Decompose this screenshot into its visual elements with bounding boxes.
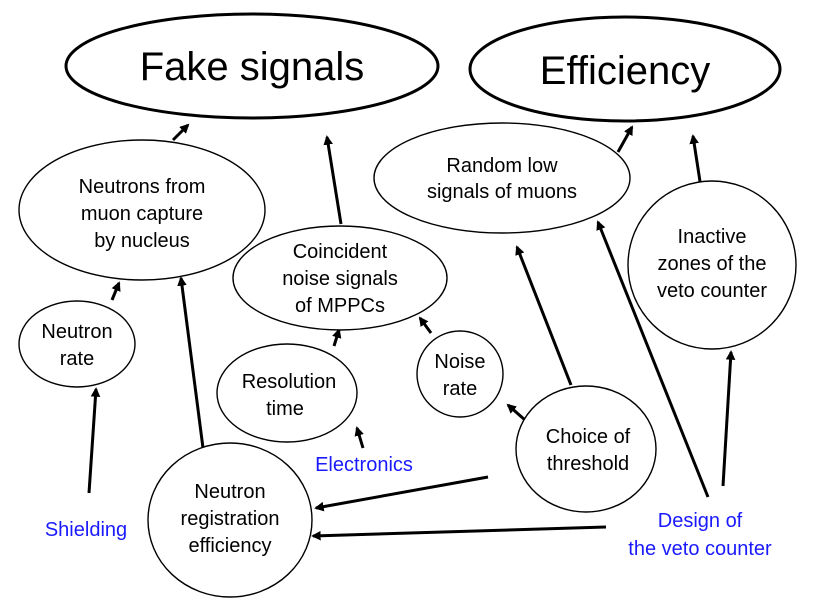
node-noise-rate: Noise rate — [416, 330, 504, 418]
edge-design-to-random — [596, 220, 710, 498]
factor-design-line-2: the veto counter — [628, 538, 772, 560]
node-efficiency-label: Efficiency — [540, 49, 710, 93]
factor-design-line-1: Design of — [658, 510, 743, 532]
node-noise-rate-line-2: rate — [443, 378, 477, 400]
node-random-low-line-2: signals of muons — [427, 181, 577, 203]
node-choice-threshold-shape — [515, 385, 657, 513]
node-inactive-zones: Inactive zones of the veto counter — [627, 180, 797, 350]
node-coincident-noise-line-1: Coincident — [293, 241, 388, 263]
node-neutron-registration-shape — [147, 442, 313, 598]
node-neutron-registration: Neutron registration efficiency — [147, 442, 313, 598]
node-resolution-time-shape — [216, 343, 358, 443]
node-random-low: Random low signals of muons — [373, 122, 631, 234]
factor-shielding: Shielding — [45, 519, 127, 541]
node-efficiency: Efficiency — [468, 15, 782, 123]
edge-shielding-to-neutronrate — [87, 387, 101, 494]
node-inactive-zones-shape — [627, 180, 797, 350]
node-choice-threshold: Choice of threshold — [515, 385, 657, 513]
node-resolution-time-line-1: Resolution — [242, 371, 337, 393]
edge-resolution-to-coincident — [332, 328, 342, 347]
node-choice-threshold-line-1: Choice of — [546, 426, 631, 448]
edge-inactive-to-efficiency — [689, 134, 703, 189]
node-neutron-registration-line-3: efficiency — [188, 535, 271, 557]
node-neutrons-capture-line-2: muon capture — [81, 203, 203, 225]
edge-noiserate-to-coincident — [418, 316, 433, 334]
node-coincident-noise: Coincident noise signals of MPPCs — [232, 225, 448, 331]
edge-threshold-to-registration — [314, 475, 489, 512]
node-resolution-time: Resolution time — [216, 343, 358, 443]
edge-coincident-to-fake — [323, 135, 343, 225]
edge-neutronrate-to-neutrons — [110, 281, 121, 301]
node-neutrons-capture-line-3: by nucleus — [94, 230, 190, 252]
node-neutron-rate-shape — [18, 300, 136, 388]
node-noise-rate-shape — [416, 330, 504, 418]
edge-registration-to-neutrons — [177, 276, 205, 449]
node-fake-signals: Fake signals — [64, 12, 440, 120]
edge-threshold-to-noiserate — [506, 403, 526, 422]
node-inactive-zones-line-3: veto counter — [657, 280, 767, 302]
edge-design-to-registration — [311, 525, 607, 541]
node-choice-threshold-line-2: threshold — [547, 453, 629, 475]
node-noise-rate-line-1: Noise — [434, 351, 485, 373]
node-neutron-registration-line-1: Neutron — [194, 481, 265, 503]
node-neutrons-capture: Neutrons from muon capture by nucleus — [18, 139, 266, 281]
node-coincident-noise-shape — [232, 225, 448, 331]
node-neutrons-capture-line-1: Neutrons from — [79, 176, 206, 198]
node-neutron-rate-line-1: Neutron — [41, 321, 112, 343]
node-efficiency-shape — [468, 15, 782, 123]
factor-electronics: Electronics — [315, 454, 413, 476]
edge-neutrons-to-fake — [171, 123, 190, 142]
node-resolution-time-line-2: time — [266, 398, 304, 420]
edge-random-to-efficiency — [616, 125, 634, 153]
node-neutrons-capture-shape — [18, 139, 266, 281]
node-fake-signals-shape — [64, 12, 440, 120]
node-neutron-rate: Neutron rate — [18, 300, 136, 388]
edge-threshold-to-random — [515, 245, 573, 386]
edges — [87, 123, 736, 541]
edge-design-to-inactive — [721, 350, 736, 487]
node-fake-signals-label: Fake signals — [140, 45, 365, 89]
node-neutron-rate-line-2: rate — [60, 348, 94, 370]
node-coincident-noise-line-2: noise signals — [282, 268, 398, 290]
node-inactive-zones-line-2: zones of the — [658, 253, 767, 275]
edge-electronics-to-resolution — [354, 426, 365, 449]
node-random-low-shape — [373, 122, 631, 234]
node-coincident-noise-line-3: of MPPCs — [295, 295, 385, 317]
node-neutron-registration-line-2: registration — [181, 508, 280, 530]
node-random-low-line-1: Random low — [446, 155, 558, 177]
node-inactive-zones-line-1: Inactive — [678, 226, 747, 248]
